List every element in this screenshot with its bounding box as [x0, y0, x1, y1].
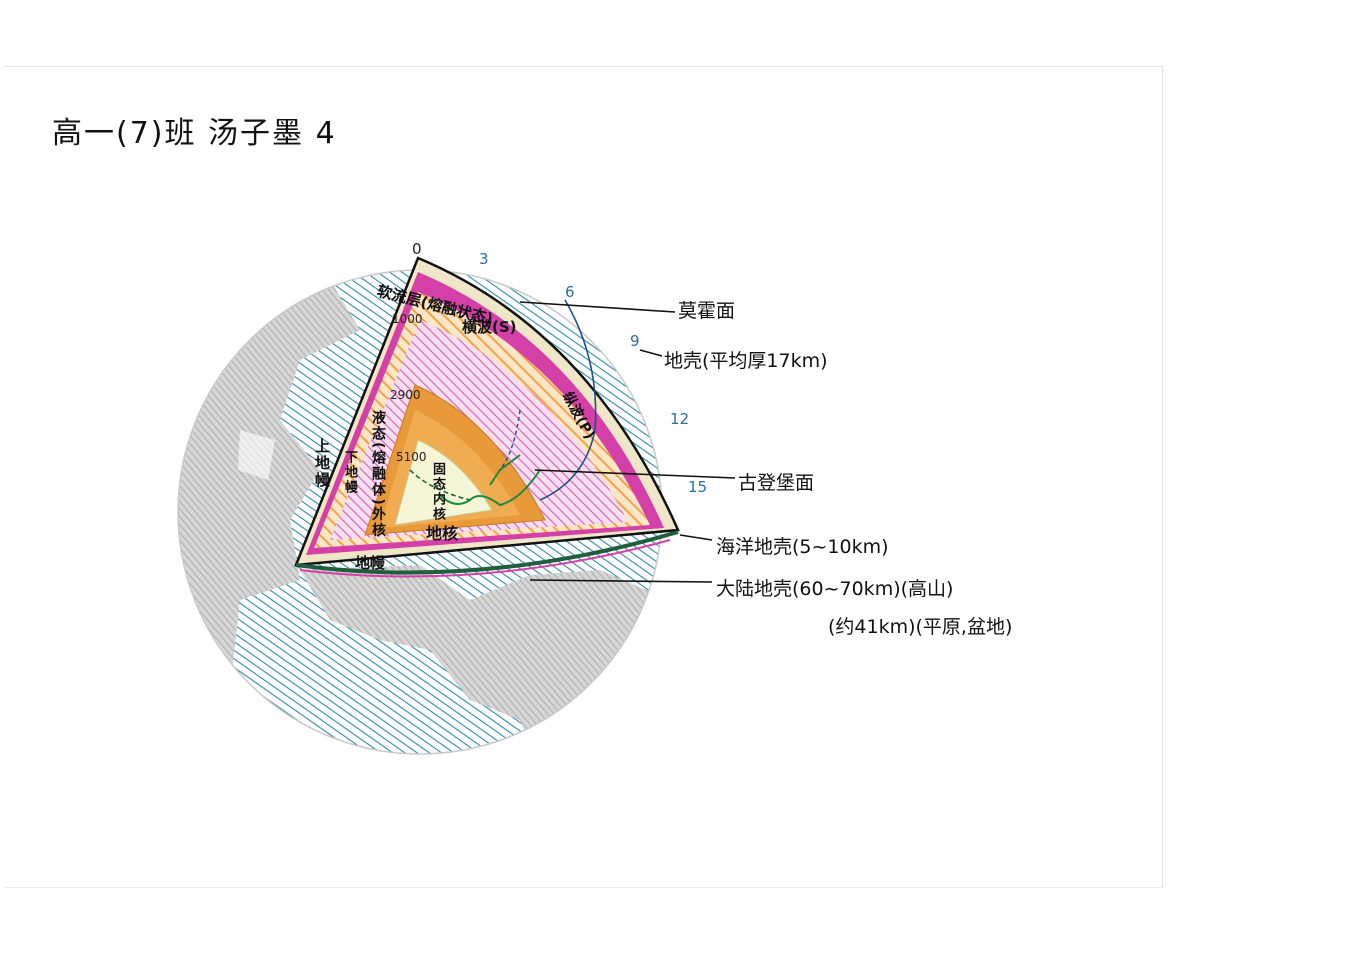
- blue-tick-6: 6: [565, 283, 575, 301]
- continental-crust-label-2: (约41km)(平原,盆地): [828, 616, 1013, 638]
- depth-tick-1000: 1000: [392, 312, 423, 326]
- p-wave-curve: [439, 469, 541, 507]
- depth-tick-2900: 2900: [390, 388, 421, 402]
- blue-tick-9: 9: [630, 332, 640, 350]
- upper-mantle-label: 上地幔: [313, 438, 331, 489]
- blue-tick-12: 12: [670, 410, 690, 428]
- blue-tick-15: 15: [688, 478, 708, 496]
- core-label: 地核: [426, 524, 459, 543]
- moho-label: 莫霍面: [678, 300, 736, 322]
- outer-core-label: 液态(熔融体)外核: [370, 410, 386, 539]
- page-title: 高一(7)班 汤子墨 4: [52, 116, 337, 151]
- inner-core-label: 固态内核: [430, 462, 445, 522]
- oceanic-crust-label: 海洋地壳(5~10km): [716, 536, 889, 558]
- s-wave-label: 横波(S): [462, 318, 517, 336]
- blue-tick-3: 3: [479, 250, 489, 268]
- s-wave-curve: [539, 299, 597, 501]
- mantle-label: 地幔: [355, 554, 386, 572]
- inner-core: [394, 439, 493, 526]
- lower-mantle-label: 下地幔: [342, 450, 357, 495]
- depth-tick-5100: 5100: [396, 450, 427, 464]
- continental-crust-label-1: 大陆地壳(60~70km)(高山): [716, 578, 954, 600]
- gutenberg-label: 古登堡面: [738, 472, 815, 494]
- crust-label: 地壳(平均厚17km): [664, 350, 828, 372]
- page-frame: [4, 66, 1163, 888]
- depth-tick-0: 0: [412, 240, 422, 258]
